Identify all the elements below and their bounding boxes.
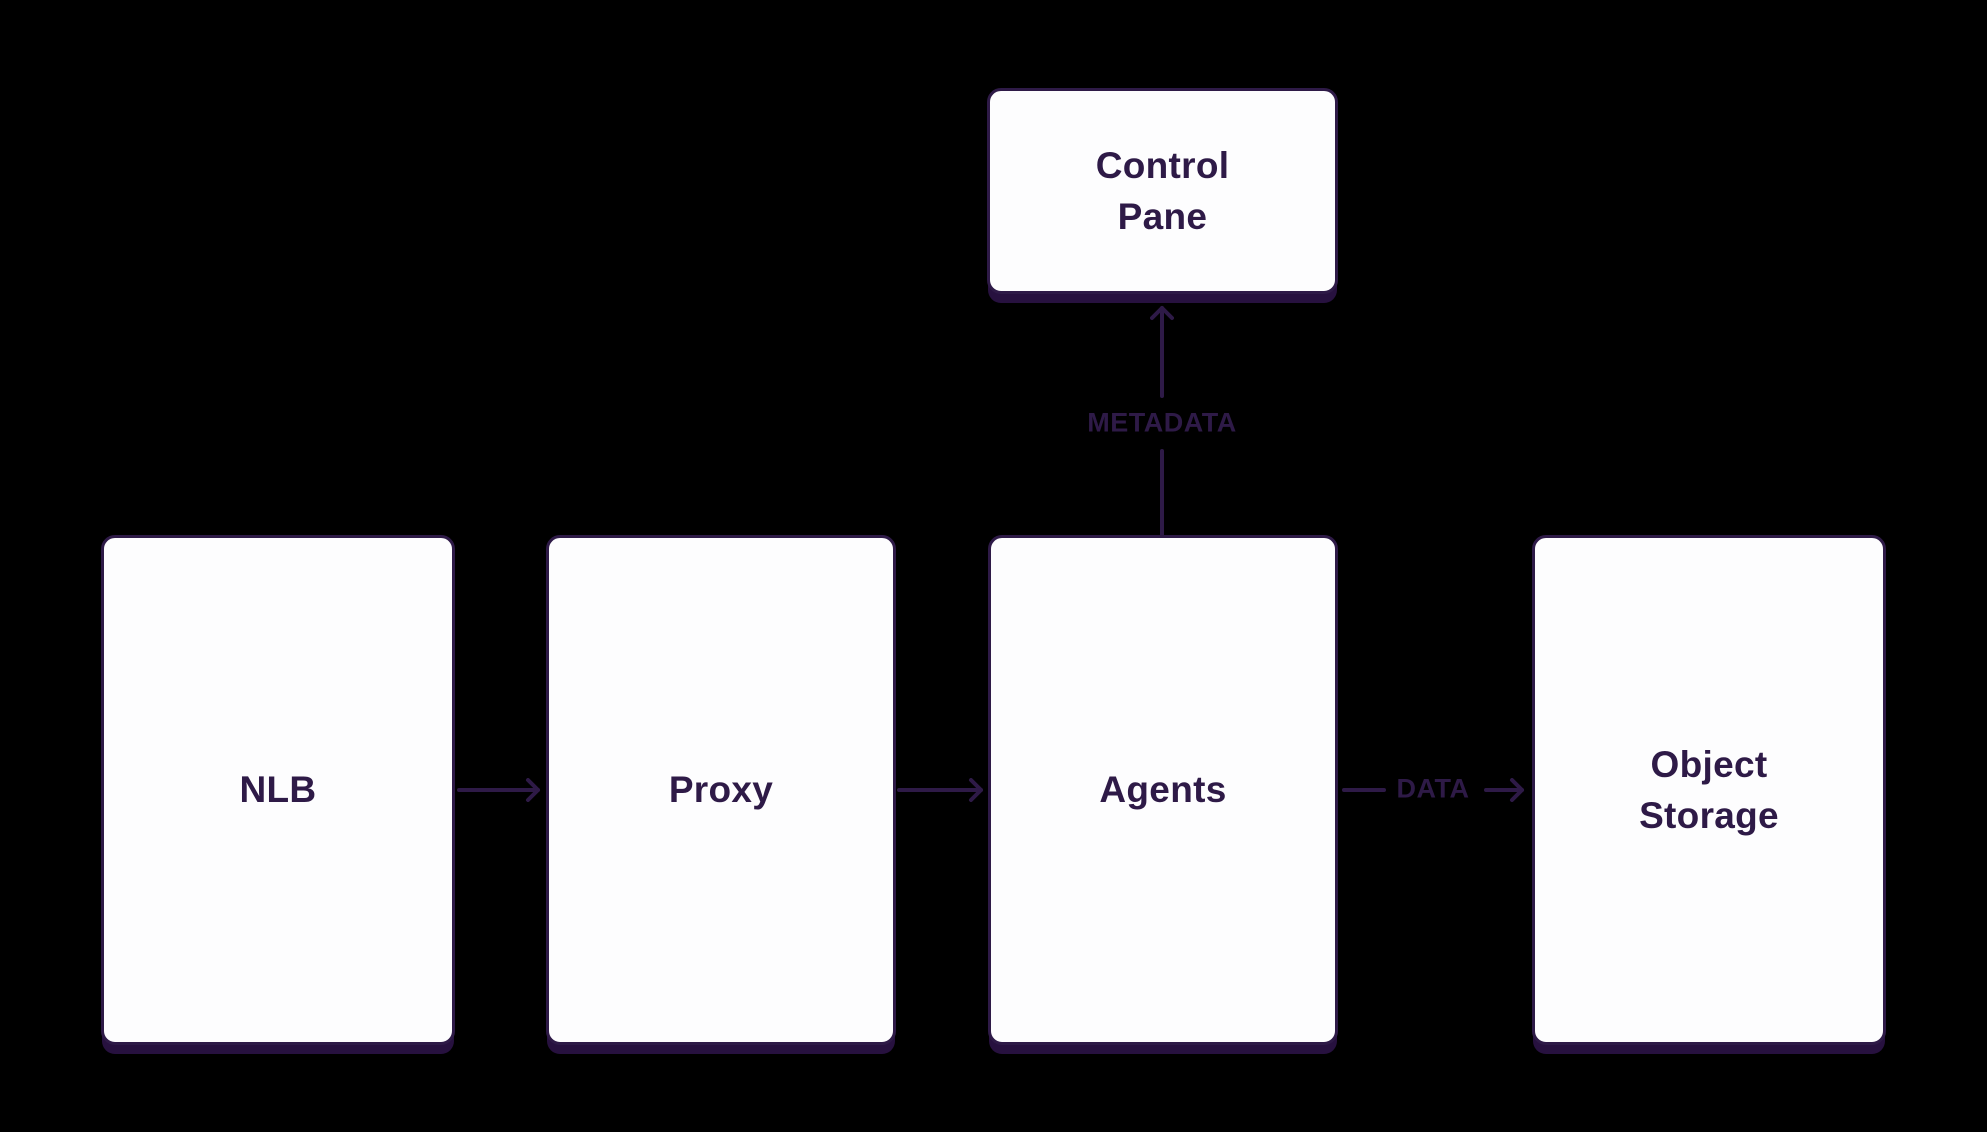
node-object-storage: Object Storage	[1532, 535, 1886, 1045]
node-object-storage-label: Object Storage	[1639, 739, 1779, 841]
node-label-line: Proxy	[668, 769, 774, 811]
node-control-pane-label: Control Pane	[1096, 140, 1230, 242]
edge-label-data: DATA	[1396, 773, 1470, 804]
node-label-line: Object	[1650, 743, 1768, 785]
node-label-line: Storage	[1639, 795, 1779, 836]
node-label-line: Control	[1095, 144, 1230, 186]
node-control-pane: Control Pane	[987, 88, 1338, 294]
node-label-line: Agents	[1099, 769, 1227, 811]
node-proxy: Proxy	[546, 535, 896, 1045]
edge-label-metadata: METADATA	[1087, 407, 1237, 438]
node-nlb: NLB	[101, 535, 455, 1045]
node-agents-label: Agents	[1099, 764, 1226, 815]
node-proxy-label: Proxy	[669, 764, 773, 815]
node-agents: Agents	[988, 535, 1338, 1045]
node-label-line: Pane	[1117, 196, 1208, 237]
node-label-line: NLB	[239, 769, 317, 811]
node-nlb-label: NLB	[240, 764, 317, 815]
